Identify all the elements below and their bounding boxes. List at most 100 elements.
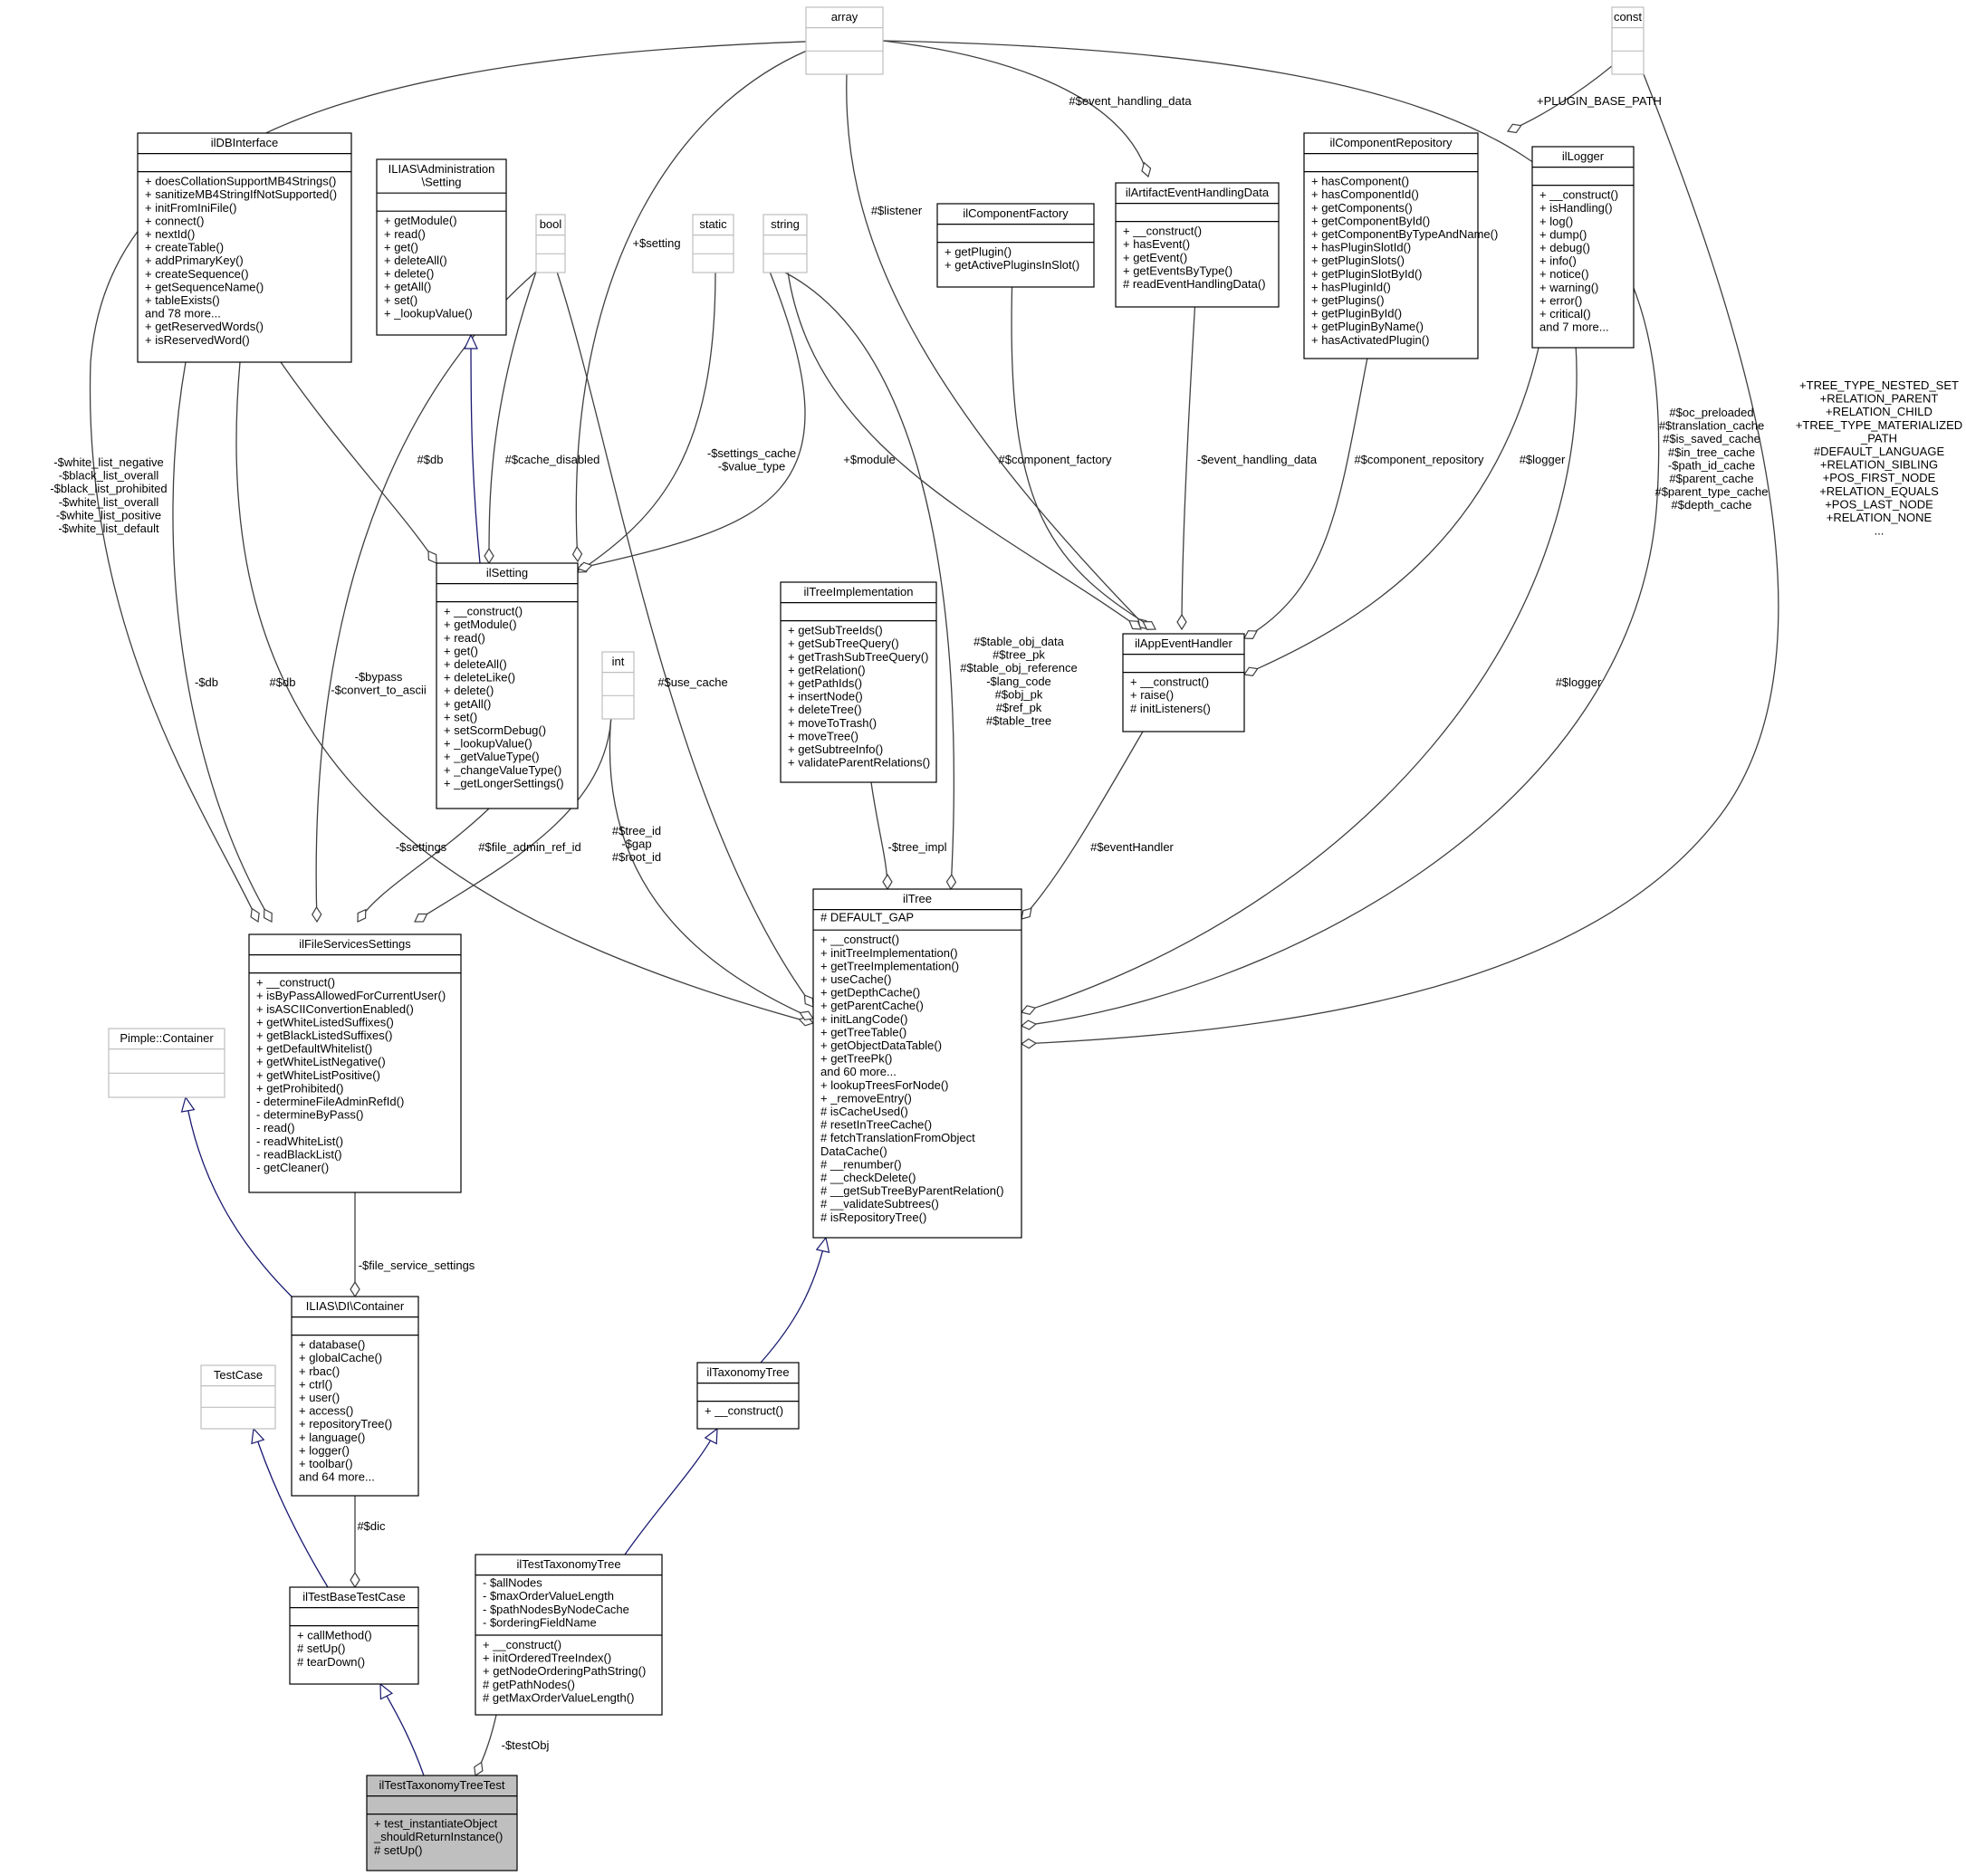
class-box-frame: [936, 203, 1095, 288]
edge-const-ilcomponentrepo: [1508, 53, 1626, 131]
class-operations: + __construct()+ hasEvent()+ getEvent()+…: [1123, 225, 1266, 291]
class-name: Pimple::Container: [120, 1031, 214, 1045]
class-box-frame: [780, 581, 937, 783]
class-box-frame: [436, 562, 579, 809]
edge-label: +$module: [843, 453, 895, 466]
class-box-frame: [200, 1364, 276, 1430]
edge-compfactory-ilappevent: [1011, 271, 1156, 629]
class-operations: + __construct()+ initOrderedTreeIndex()+…: [483, 1638, 646, 1704]
class-box-ilcomponentrepo[interactable]: ilComponentRepository + hasComponent()+ h…: [1303, 132, 1498, 359]
class-name: ilTaxonomyTree: [706, 1365, 789, 1379]
edge-label: -$bypass-$convert_to_ascii: [331, 670, 427, 697]
class-box-ilsetting[interactable]: ilSetting+ __construct()+ getModule()+ r…: [436, 562, 579, 809]
class-box-iltaxonomytree[interactable]: ilTaxonomyTree+ __construct(): [696, 1362, 800, 1430]
class-operations: + doesCollationSupportMB4Strings()+ sani…: [145, 175, 337, 347]
edge-bool-iltree: [556, 271, 813, 1007]
class-name: array: [831, 10, 858, 24]
class-box-frame: [805, 6, 884, 75]
edge-ildb-iltree: [235, 361, 813, 1023]
class-name: ilComponentFactory: [963, 206, 1069, 220]
inherit-test-iltestbase: [379, 1682, 425, 1776]
edge-label: #$use_cache: [657, 675, 727, 689]
edge-label: #$oc_preloaded#$translation_cache#$is_sa…: [1654, 406, 1768, 512]
class-box-iltestbase[interactable]: ilTestBaseTestCase+ callMethod()# setUp(…: [289, 1586, 419, 1685]
edge-label: #$file_admin_ref_id: [478, 840, 580, 854]
class-operations: + __construct()+ isHandling()+ log()+ du…: [1539, 188, 1618, 334]
edge-int-iltree: [609, 714, 813, 1019]
edge-label: +$setting: [632, 236, 680, 250]
class-box-ilartifact[interactable]: ilArtifactEventHandlingData+ __construct…: [1115, 182, 1280, 308]
class-name: ilComponentRepository: [1329, 136, 1453, 149]
class-box-frame: [1531, 146, 1635, 349]
edge-label: #$cache_disabled: [505, 453, 600, 466]
class-operations: + callMethod()# setUp()# tearDown(): [297, 1629, 372, 1669]
class-name: ilLogger: [1562, 149, 1605, 163]
class-box-bool[interactable]: bool: [535, 214, 566, 273]
edge-array-iltree: [882, 40, 1660, 1026]
class-box-frame: [812, 888, 1022, 1239]
class-operations: + getModule()+ read()+ get()+ deleteAll(…: [384, 214, 473, 320]
class-box-ilcomponentfactory[interactable]: ilComponentFactory + getPlugin()+ getActi…: [936, 203, 1095, 288]
class-name: static: [699, 217, 727, 231]
class-operations: + database()+ globalCache()+ rbac()+ ctr…: [299, 1338, 392, 1484]
class-box-string[interactable]: string: [762, 214, 808, 273]
class-box-iltreeimpl[interactable]: ilTreeImplementation+ getSubTreeIds()+ g…: [780, 581, 937, 783]
class-name: ilDBInterface: [211, 136, 278, 149]
class-box-ilfileservices[interactable]: ilFileServicesSettings+ __construct()+ i…: [248, 933, 462, 1193]
class-operations: + __construct()+ initTreeImplementation(…: [820, 933, 1004, 1224]
edge-array-ilsetting: [576, 40, 834, 561]
edge-static-ilsetting: [578, 271, 716, 572]
class-box-ildbinterface[interactable]: ilDBInterface + doesCollationSupportMB4St…: [137, 132, 352, 363]
class-name: const: [1614, 10, 1642, 24]
class-box-testcase[interactable]: TestCase: [200, 1364, 276, 1430]
class-box-const[interactable]: const: [1611, 6, 1645, 75]
edge-label: #$dic: [357, 1519, 386, 1533]
class-operations: + hasComponent()+ hasComponentId()+ getC…: [1311, 175, 1498, 347]
class-box-frame: [1611, 6, 1645, 75]
class-box-frame: [291, 1296, 419, 1497]
class-box-illogger[interactable]: ilLogger + __construct()+ isHandling()+ l…: [1531, 146, 1635, 349]
edge-ilsetting-ilfileservices: [358, 808, 490, 922]
class-box-pimple[interactable]: Pimple::Container: [108, 1028, 225, 1098]
class-box-diContainer[interactable]: ILIAS\DI\Container+ database()+ globalCa…: [291, 1296, 419, 1497]
class-box-iltesttaxtree[interactable]: ilTestTaxonomyTree- $allNodes- $maxOrder…: [475, 1554, 663, 1716]
class-name: int: [612, 655, 625, 668]
class-name: string: [771, 217, 800, 231]
inherit-iltaxonomytree-iltree: [760, 1236, 830, 1364]
edge-array-ilappevent: [846, 73, 1148, 629]
class-name: ilTree: [903, 892, 932, 905]
class-operations: + test_instantiateObject_shouldReturnIns…: [373, 1817, 503, 1857]
class-box-frame: [366, 1775, 518, 1871]
class-box-iltree[interactable]: ilTree # DEFAULT_GAP + __construct()+ init…: [812, 888, 1022, 1239]
edge-int-ilfileservices: [415, 714, 612, 922]
edge-label: #$listener: [871, 204, 923, 217]
class-operations: + getPlugin()+ getActivePluginsInSlot(): [945, 245, 1079, 273]
edge-label: -$white_list_negative-$black_list_overal…: [50, 455, 167, 535]
class-box-int[interactable]: int: [601, 651, 635, 720]
inherit-iltestbase-testcase: [251, 1427, 329, 1588]
class-box-iliassetting[interactable]: ILIAS\Administration\Setting+ getModule(…: [376, 158, 507, 336]
class-box-frame: [108, 1028, 225, 1098]
class-box-frame: [248, 933, 462, 1193]
class-box-frame: [376, 158, 507, 336]
edge-label: -$event_handling_data: [1197, 453, 1318, 466]
class-box-array[interactable]: array: [805, 6, 884, 75]
class-box-frame: [692, 214, 734, 273]
class-box-ilappevent[interactable]: ilAppEventHandler+ __construct()+ raise(…: [1122, 633, 1245, 732]
edge-label: #$db: [270, 675, 296, 689]
edge-label: #$event_handling_data: [1069, 94, 1192, 108]
class-box-static[interactable]: static: [692, 214, 734, 273]
edge-label: -$testObj: [502, 1738, 550, 1752]
class-attributes: # DEFAULT_GAP: [820, 911, 914, 924]
class-box-frame: [289, 1586, 419, 1685]
edge-illogger-ilappevent: [1244, 343, 1540, 675]
class-box-iltesttaxtreetest[interactable]: ilTestTaxonomyTreeTest + test_instantiate…: [366, 1775, 518, 1871]
edge-comprepo-ilappevent: [1244, 357, 1368, 638]
class-name: ilTestTaxonomyTreeTest: [379, 1778, 505, 1792]
class-box-frame: [601, 651, 635, 720]
edge-illogger-iltree: [1021, 343, 1578, 1012]
edge-ildb-ilfileservices: [172, 361, 272, 922]
edge-label: #$db: [417, 453, 444, 466]
edge-ildb-ilsetting: [280, 361, 436, 563]
class-operations: + __construct()+ getModule()+ read()+ ge…: [444, 605, 564, 790]
